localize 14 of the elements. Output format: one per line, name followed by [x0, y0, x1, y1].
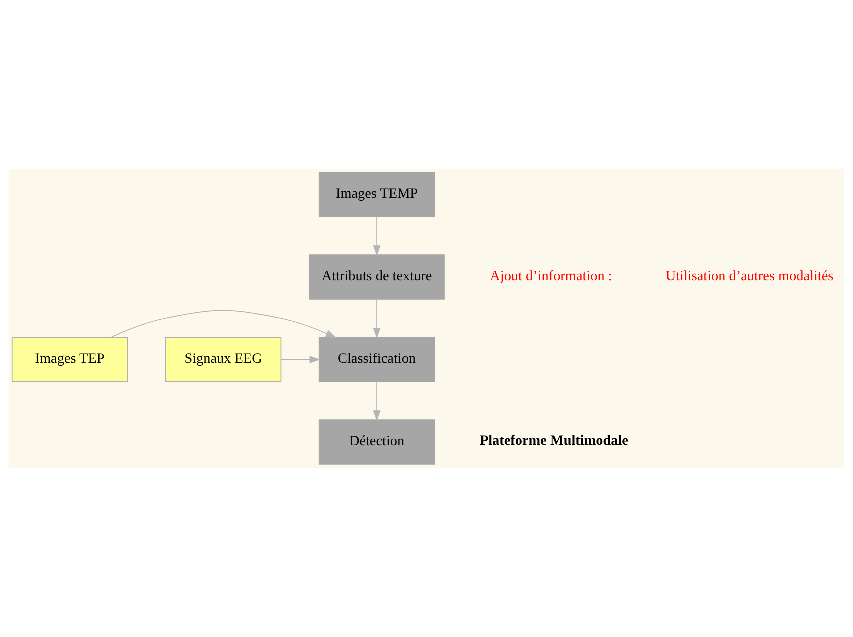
- label: Utilisation d’autres modalités: [666, 268, 834, 285]
- arrow: [280, 356, 320, 364]
- arrow: [373, 299, 381, 339]
- arrow: [373, 216, 381, 256]
- arrow: [373, 382, 381, 422]
- label: Plateforme Multimodale: [480, 432, 628, 449]
- arrow: [110, 310, 337, 338]
- node-box: Signaux EEG: [165, 337, 282, 382]
- label: Ajout d’information :: [490, 268, 612, 285]
- node-box: Images TEP: [12, 337, 128, 382]
- node-box: Images TEMP: [318, 172, 436, 218]
- node-box: Classification: [318, 337, 436, 382]
- node-box: Détection: [318, 420, 436, 465]
- node-box: Attributs de texture: [309, 254, 445, 300]
